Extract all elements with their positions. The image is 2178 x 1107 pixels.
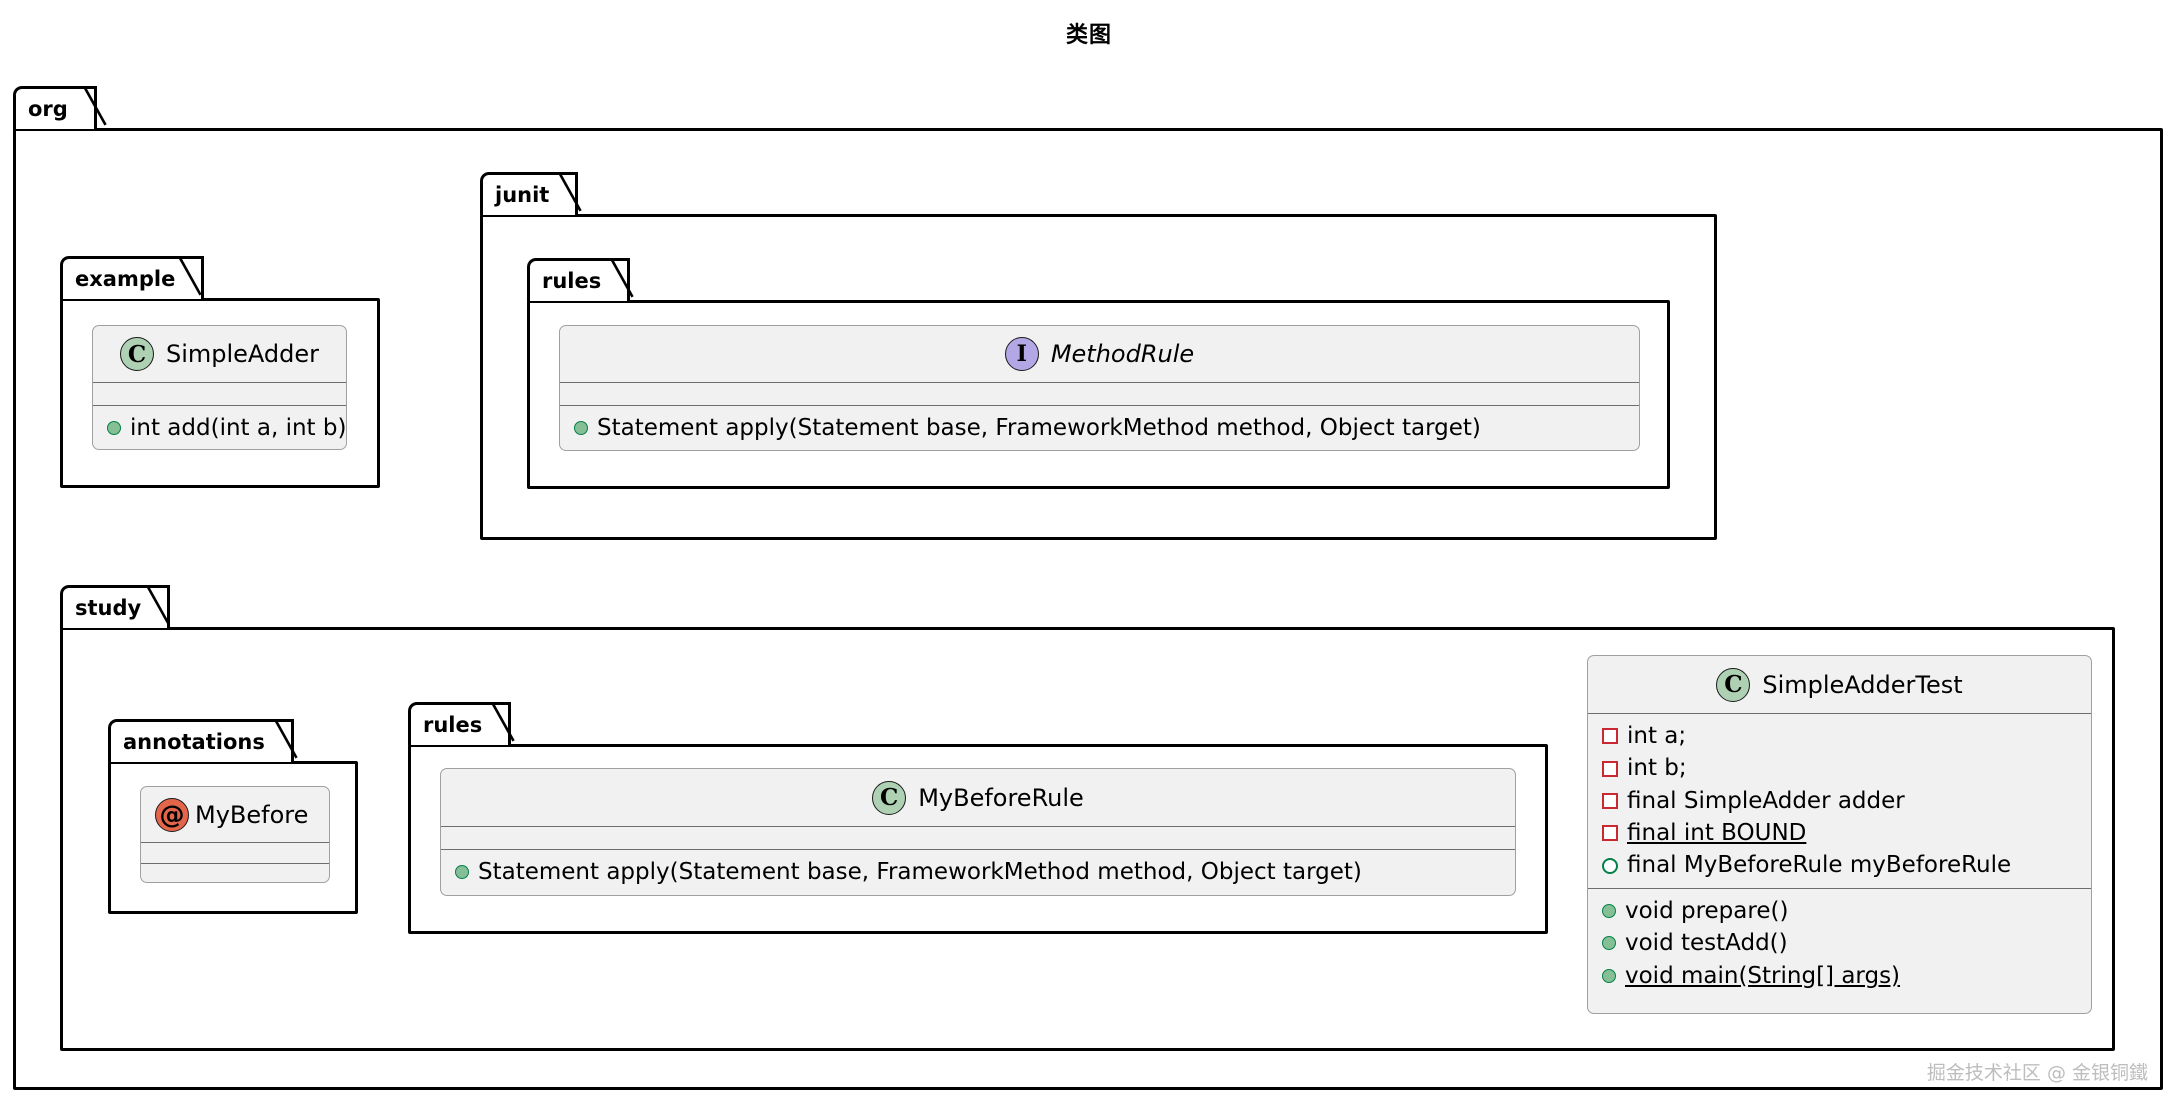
package-junit-rules-tab-slant [610,258,634,298]
annotation-MyBefore-fields [141,843,329,863]
package-example-tab-slant [178,256,202,296]
package-junit-tab-slant [558,172,582,212]
interface-MethodRule-fields [560,383,1639,405]
package-junit-rules-tab[interactable]: rules [527,258,631,301]
class-MyBeforeRule-name: MyBeforeRule [918,783,1084,812]
package-study-rules-tab[interactable]: rules [408,702,512,745]
class-SimpleAdderTest-methods: void prepare() void testAdd() void main(… [1588,889,2091,998]
package-study-tab[interactable]: study [60,585,171,628]
annotation-MyBefore[interactable]: @ MyBefore [140,786,330,883]
member-label: void testAdd() [1625,930,1788,957]
class-icon: C [119,337,154,371]
package-annotations-tab[interactable]: annotations [108,719,294,762]
class-MyBeforeRule-header: C MyBeforeRule [441,769,1515,826]
class-SimpleAdder-fields [93,383,346,405]
public-method-icon [574,421,588,436]
member-row[interactable]: final MyBeforeRule myBeforeRule [1588,849,2091,881]
annotation-MyBefore-methods [141,864,329,882]
class-SimpleAdderTest-name: SimpleAdderTest [1762,670,1963,699]
interface-MethodRule-header: I MethodRule [560,326,1639,382]
private-field-icon [1602,825,1618,842]
package-example-tab[interactable]: example [60,256,205,299]
package-study-label: study [75,595,142,620]
divider [1588,713,2091,714]
package-field-icon [1602,857,1618,874]
member-row[interactable]: Statement apply(Statement base, Framewor… [560,412,1639,444]
private-field-icon [1602,760,1618,777]
page-title: 类图 [1065,23,1112,48]
member-row[interactable]: int b; [1588,752,2091,784]
member-label: void prepare() [1625,897,1789,924]
class-SimpleAdder-methods: int add(int a, int b) [93,406,346,449]
member-row[interactable]: final SimpleAdder adder [1588,785,2091,817]
class-SimpleAdder[interactable]: C SimpleAdder int add(int a, int b) [92,325,347,450]
class-MyBeforeRule-fields [441,827,1515,849]
class-MyBeforeRule[interactable]: C MyBeforeRule Statement apply(Statement… [440,768,1516,896]
class-icon: C [872,780,907,815]
divider [93,405,346,406]
member-row[interactable]: int add(int a, int b) [93,412,346,444]
package-org-tab-slant [83,86,107,126]
member-row[interactable]: void testAdd() [1588,927,2091,959]
package-org-label: org [28,96,68,121]
package-annotations-label: annotations [123,729,265,754]
annotation-MyBefore-header: @ MyBefore [141,787,329,842]
public-method-icon [1602,936,1616,951]
member-label: Statement apply(Statement base, Framewor… [478,859,1362,885]
divider [1588,887,2091,889]
public-method-icon [1602,903,1616,918]
member-label: final int BOUND [1627,820,1807,847]
interface-MethodRule[interactable]: I MethodRule Statement apply(Statement b… [559,325,1640,451]
class-SimpleAdderTest-header: C SimpleAdderTest [1588,656,2091,713]
member-row[interactable]: final int BOUND [1588,817,2091,849]
class-MyBeforeRule-methods: Statement apply(Statement base, Framewor… [441,850,1515,894]
class-SimpleAdder-header: C SimpleAdder [93,326,346,382]
member-label: final MyBeforeRule myBeforeRule [1627,852,2012,879]
class-SimpleAdder-name: SimpleAdder [165,340,320,368]
member-row[interactable]: Statement apply(Statement base, Framewor… [441,856,1515,888]
watermark: 掘金技术社区 @ 金银铜鐵 [1926,1062,2148,1084]
class-SimpleAdderTest[interactable]: C SimpleAdderTest int a; int b; final Si… [1587,655,2092,1014]
class-SimpleAdderTest-fields: int a; int b; final SimpleAdder adder fi… [1588,714,2091,888]
divider [441,826,1515,827]
divider [141,863,329,864]
package-study-rules-tab-slant [491,702,515,742]
member-label: int add(int a, int b) [130,415,347,441]
public-method-icon [1602,968,1616,983]
package-org-tab[interactable]: org [13,86,97,129]
interface-MethodRule-name: MethodRule [1050,340,1195,368]
divider [141,842,329,843]
class-icon: C [1716,667,1751,702]
package-study-tab-slant [146,585,170,625]
public-method-icon [455,865,469,880]
package-annotations-tab-slant [274,719,298,759]
package-junit-label: junit [495,182,550,207]
public-method-icon [107,421,121,436]
member-label: final SimpleAdder adder [1627,787,1905,814]
member-label: int a; [1627,723,1687,749]
annotation-MyBefore-name: MyBefore [195,800,309,829]
member-label: int b; [1627,755,1687,782]
member-label: void main(String[] args) [1625,962,1901,989]
divider [93,382,346,383]
private-field-icon [1602,792,1618,809]
member-row[interactable]: void main(String[] args) [1588,960,2091,992]
package-study-rules-label: rules [423,712,483,737]
package-example-label: example [75,266,176,291]
divider [560,382,1639,383]
package-junit-rules-label: rules [542,268,602,293]
divider [441,849,1515,850]
divider [560,405,1639,406]
member-row[interactable]: void prepare() [1588,895,2091,927]
private-field-icon [1602,728,1618,745]
annotation-icon: @ [155,797,189,832]
interface-icon: I [1004,337,1039,371]
member-label: Statement apply(Statement base, Framewor… [597,415,1481,441]
member-row[interactable]: int a; [1588,720,2091,752]
interface-MethodRule-methods: Statement apply(Statement base, Framewor… [560,406,1639,450]
